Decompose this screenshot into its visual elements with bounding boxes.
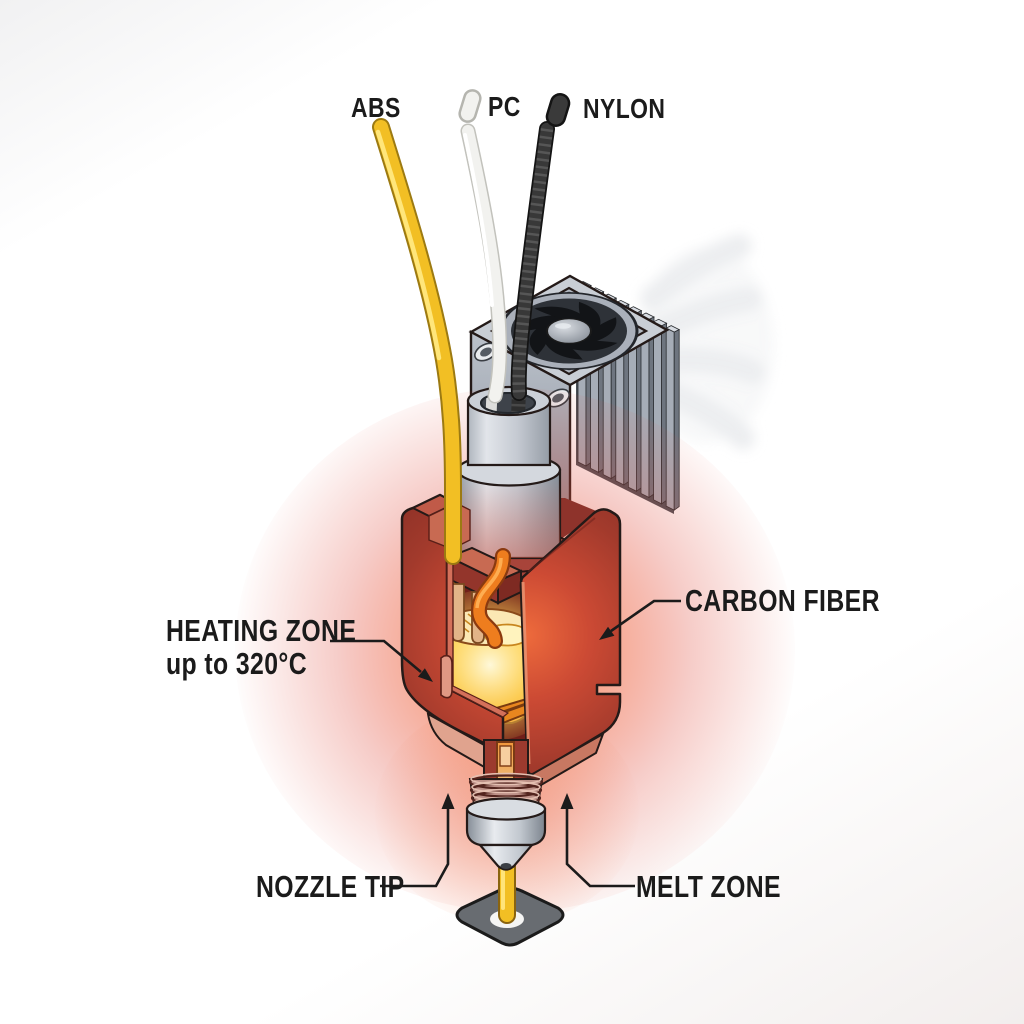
block-right-slab: [519, 508, 622, 776]
label-nozzle-tip: NOZZLE TIP: [256, 869, 405, 903]
extruded-filament: [498, 855, 516, 924]
pc-filament-capsule-icon: [458, 89, 482, 123]
label-abs: ABS: [351, 93, 401, 124]
filament-abs: [372, 118, 462, 565]
filament-nylon: [510, 121, 555, 401]
label-carbon-fiber: CARBON FIBER: [685, 583, 880, 617]
melt-tube: [471, 548, 511, 649]
nozzle: [465, 772, 547, 871]
nozzle-cone: [477, 843, 535, 871]
filament-pc: [460, 123, 508, 404]
leader-nozzle-tip: [380, 793, 455, 888]
screw-hole: [474, 342, 498, 362]
leader-heating-zone: [330, 639, 433, 682]
nylon-filament-capsule-icon: [545, 93, 571, 127]
label-nylon: NYLON: [583, 94, 665, 125]
callouts: ABS PC NYLON HEATING ZONE up to 320°C CA…: [166, 89, 880, 904]
label-pc: PC: [488, 92, 521, 123]
label-heating-zone-temp: up to 320°C: [166, 646, 307, 680]
shell-tab: [440, 654, 453, 699]
leader-melt-zone: [560, 793, 635, 888]
cooling-fan-icon: [489, 286, 649, 376]
label-melt-zone: MELT ZONE: [636, 869, 781, 903]
label-heating-zone: HEATING ZONE: [166, 613, 356, 647]
leader-carbon-fiber: [599, 599, 681, 640]
